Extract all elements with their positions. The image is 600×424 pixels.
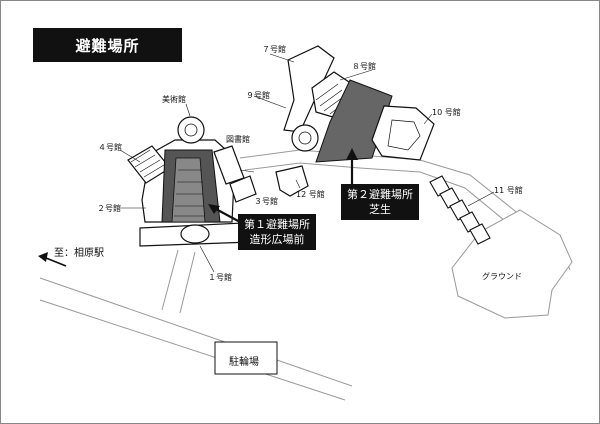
label-building-12: 12 号館: [296, 190, 325, 199]
building-9-inner: [298, 131, 312, 145]
label-building-11: 11 号館: [494, 186, 523, 195]
building-12-shape: [275, 165, 309, 197]
label-parking: 駐輪場: [229, 357, 259, 368]
building-8-hatch: [315, 83, 349, 115]
main-road: [39, 277, 353, 401]
shelter-2-name: 第２避難場所: [347, 188, 413, 201]
label-building-3: ３号館: [254, 197, 278, 206]
building-7-shape: [283, 45, 335, 133]
building-3-shape: [229, 175, 257, 203]
shelter-2-arrowhead: [346, 148, 358, 160]
shelter-1-steps: [171, 157, 206, 223]
label-direction: 至：相原駅: [54, 248, 104, 259]
station-arrowhead: [38, 252, 48, 262]
plaza-circle: [180, 224, 210, 244]
parking-shape: [214, 341, 278, 375]
label-building-7: ７号館: [262, 45, 286, 54]
station-arrow: [45, 257, 67, 267]
shelter-1-name: 第１避難場所: [244, 218, 310, 231]
label-building-9: ９号館: [246, 91, 270, 100]
shelter-2-place: 芝生: [369, 203, 391, 216]
page-title: 避難場所: [33, 28, 182, 62]
label-building-4: ４号館: [98, 143, 122, 152]
museum-inner: [184, 123, 198, 137]
shelter-1-callout: 第１避難場所 造形広場前: [238, 214, 316, 250]
label-building-8: ８号館: [352, 62, 376, 71]
building-10-inner: [387, 119, 421, 151]
shelter-1-place: 造形広場前: [249, 233, 305, 246]
step-lines: [174, 169, 205, 217]
label-ground: グラウンド: [482, 272, 522, 281]
label-building-10: 10 号館: [432, 108, 461, 117]
label-museum: 美術館: [162, 95, 186, 104]
shelter-1-arrowhead: [208, 204, 220, 214]
path-to-parking: [161, 249, 196, 314]
building-4-hatch: [130, 149, 165, 178]
label-library: 図書館: [226, 135, 250, 144]
label-leaders: [118, 53, 495, 273]
label-building-2: ２号館: [97, 204, 121, 213]
building-11-shape: [429, 175, 491, 245]
shelter-2-callout: 第２避難場所 芝生: [341, 184, 419, 220]
shelter-1-arrow: [213, 207, 241, 223]
label-building-1: １号館: [208, 273, 232, 282]
